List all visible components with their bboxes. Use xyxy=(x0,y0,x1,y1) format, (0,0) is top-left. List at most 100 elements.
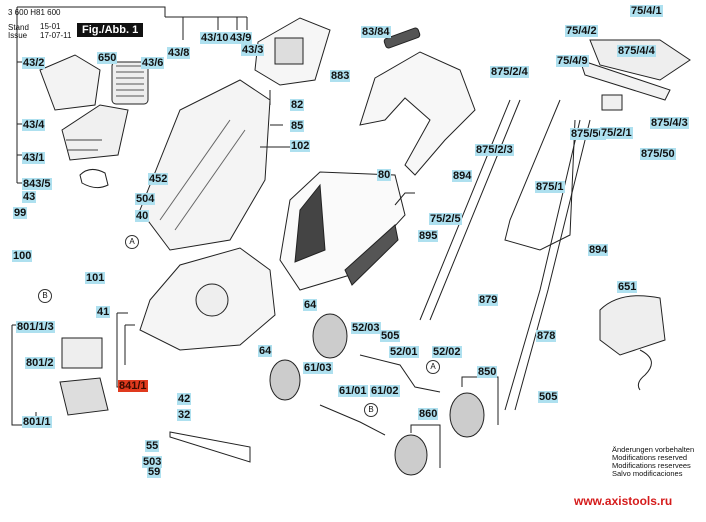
wheel-61 xyxy=(269,359,301,401)
part-label-61-01: 61/01 xyxy=(338,385,368,397)
part-label-52-03: 52/03 xyxy=(351,322,381,334)
part-label-43-6: 43/6 xyxy=(141,57,165,69)
part-label-452: 452 xyxy=(148,173,169,185)
tube-878 xyxy=(504,119,591,411)
part-label-61-02: 61/02 xyxy=(370,385,400,397)
top-handle-875-4 xyxy=(589,39,691,81)
website-link[interactable]: www.axistools.ru xyxy=(574,494,673,508)
modification-notes: Änderungen vorbehalten Modifications res… xyxy=(612,446,694,478)
part-label-841-1: 841/1 xyxy=(118,380,148,392)
axle-52-01 xyxy=(359,354,441,393)
part-label-843-5: 843/5 xyxy=(22,178,52,190)
motor-801-1 xyxy=(59,377,109,416)
issue-value: 17-07-11 xyxy=(40,31,72,40)
part-label-894: 894 xyxy=(588,244,609,256)
part-label-801-2: 801/2 xyxy=(25,357,55,369)
stand-label: Stand xyxy=(8,23,29,32)
leader-841-1 xyxy=(124,324,135,365)
part-label-850: 850 xyxy=(477,366,498,378)
part-label-101: 101 xyxy=(85,272,106,284)
part-label-42: 42 xyxy=(177,393,192,405)
part-label-75-2-5: 75/2/5 xyxy=(429,213,462,225)
part-label-883: 883 xyxy=(330,70,351,82)
part-label-875-1: 875/1 xyxy=(535,181,565,193)
part-label-64: 64 xyxy=(303,299,318,311)
part-label-75-4-1: 75/4/1 xyxy=(630,5,663,17)
part-label-875-4-4: 875/4/4 xyxy=(617,45,656,57)
note-line: Salvo modificaciones xyxy=(612,469,683,478)
part-label-801-1-3: 801/1/3 xyxy=(16,321,55,333)
part-label-85: 85 xyxy=(290,120,305,132)
part-label-895: 895 xyxy=(418,230,439,242)
part-label-651: 651 xyxy=(617,281,638,293)
part-label-875-50: 875/50 xyxy=(570,128,606,140)
wheel-52 xyxy=(312,313,348,359)
stand-value: 15-01 xyxy=(40,22,61,31)
part-label-860: 860 xyxy=(418,408,439,420)
part-label-100: 100 xyxy=(12,250,33,262)
part-label-99: 99 xyxy=(13,207,28,219)
part-label-82: 82 xyxy=(290,99,305,111)
lower-tube-879 xyxy=(419,99,521,321)
clip-843-5 xyxy=(79,169,109,189)
part-label-64: 64 xyxy=(258,345,273,357)
part-label-43-10: 43/10 xyxy=(200,32,230,44)
grip-83-84 xyxy=(383,27,421,49)
part-label-504: 504 xyxy=(135,193,156,205)
wheel-860 xyxy=(394,434,428,476)
part-label-59: 59 xyxy=(147,466,162,478)
note-line: Änderungen vorbehalten xyxy=(612,445,695,454)
part-label-894: 894 xyxy=(452,170,473,182)
wheel-850 xyxy=(449,392,485,438)
figure-title: Fig./Abb. 1 xyxy=(77,23,144,37)
part-label-503: 503 xyxy=(142,456,163,468)
housing-40 xyxy=(139,79,271,251)
blade-55 xyxy=(169,431,251,463)
marker-b: B xyxy=(364,403,378,417)
part-label-102: 102 xyxy=(290,140,311,152)
part-label-875-4-3: 875/4/3 xyxy=(650,117,689,129)
part-label-75-2-1: 75/2/1 xyxy=(600,127,633,139)
part-label-801-1: 801/1 xyxy=(22,416,52,428)
part-label-43: 43 xyxy=(22,191,37,203)
part-label-650: 650 xyxy=(97,52,118,64)
part-label-43-4: 43/4 xyxy=(22,119,46,131)
leader-43-top xyxy=(165,16,248,40)
charger-651 xyxy=(599,295,666,356)
part-label-43-3: 43/3 xyxy=(241,44,265,56)
marker-a: A xyxy=(125,235,139,249)
part-label-75-4-2: 75/4/2 xyxy=(565,25,598,37)
note-line: Modifications reservees xyxy=(612,461,691,470)
part-label-875-2-4: 875/2/4 xyxy=(490,66,529,78)
handle-875-1 xyxy=(504,99,576,251)
part-label-43-2: 43/2 xyxy=(22,57,46,69)
leader-41 xyxy=(116,312,128,388)
battery-cover xyxy=(39,54,101,111)
part-label-61-03: 61/03 xyxy=(303,362,333,374)
part-label-43-9: 43/9 xyxy=(229,32,253,44)
part-label-52-01: 52/01 xyxy=(389,346,419,358)
part-label-32: 32 xyxy=(177,409,192,421)
part-label-83-84: 83/84 xyxy=(361,26,391,38)
leader-801-group xyxy=(11,324,37,426)
battery-holder xyxy=(61,104,129,161)
marker-a: A xyxy=(426,360,440,374)
part-label-40: 40 xyxy=(135,210,150,222)
part-label-879: 879 xyxy=(478,294,499,306)
part-label-52-02: 52/02 xyxy=(432,346,462,358)
upper-handle-883 xyxy=(359,51,476,176)
part-label-878: 878 xyxy=(536,330,557,342)
part-label-505: 505 xyxy=(538,391,559,403)
part-75-2-1 xyxy=(601,94,623,111)
doc-number: 3 600 H81 600 xyxy=(8,8,61,17)
part-label-55: 55 xyxy=(145,440,160,452)
part-label-43-1: 43/1 xyxy=(22,152,46,164)
part-label-41: 41 xyxy=(96,306,111,318)
axle-61-01 xyxy=(319,404,386,436)
part-label-75-4-9: 75/4/9 xyxy=(556,55,589,67)
issue-label: Issue xyxy=(8,31,28,40)
marker-b: B xyxy=(38,289,52,303)
part-label-505: 505 xyxy=(380,330,401,342)
part-label-875-2-3: 875/2/3 xyxy=(475,144,514,156)
